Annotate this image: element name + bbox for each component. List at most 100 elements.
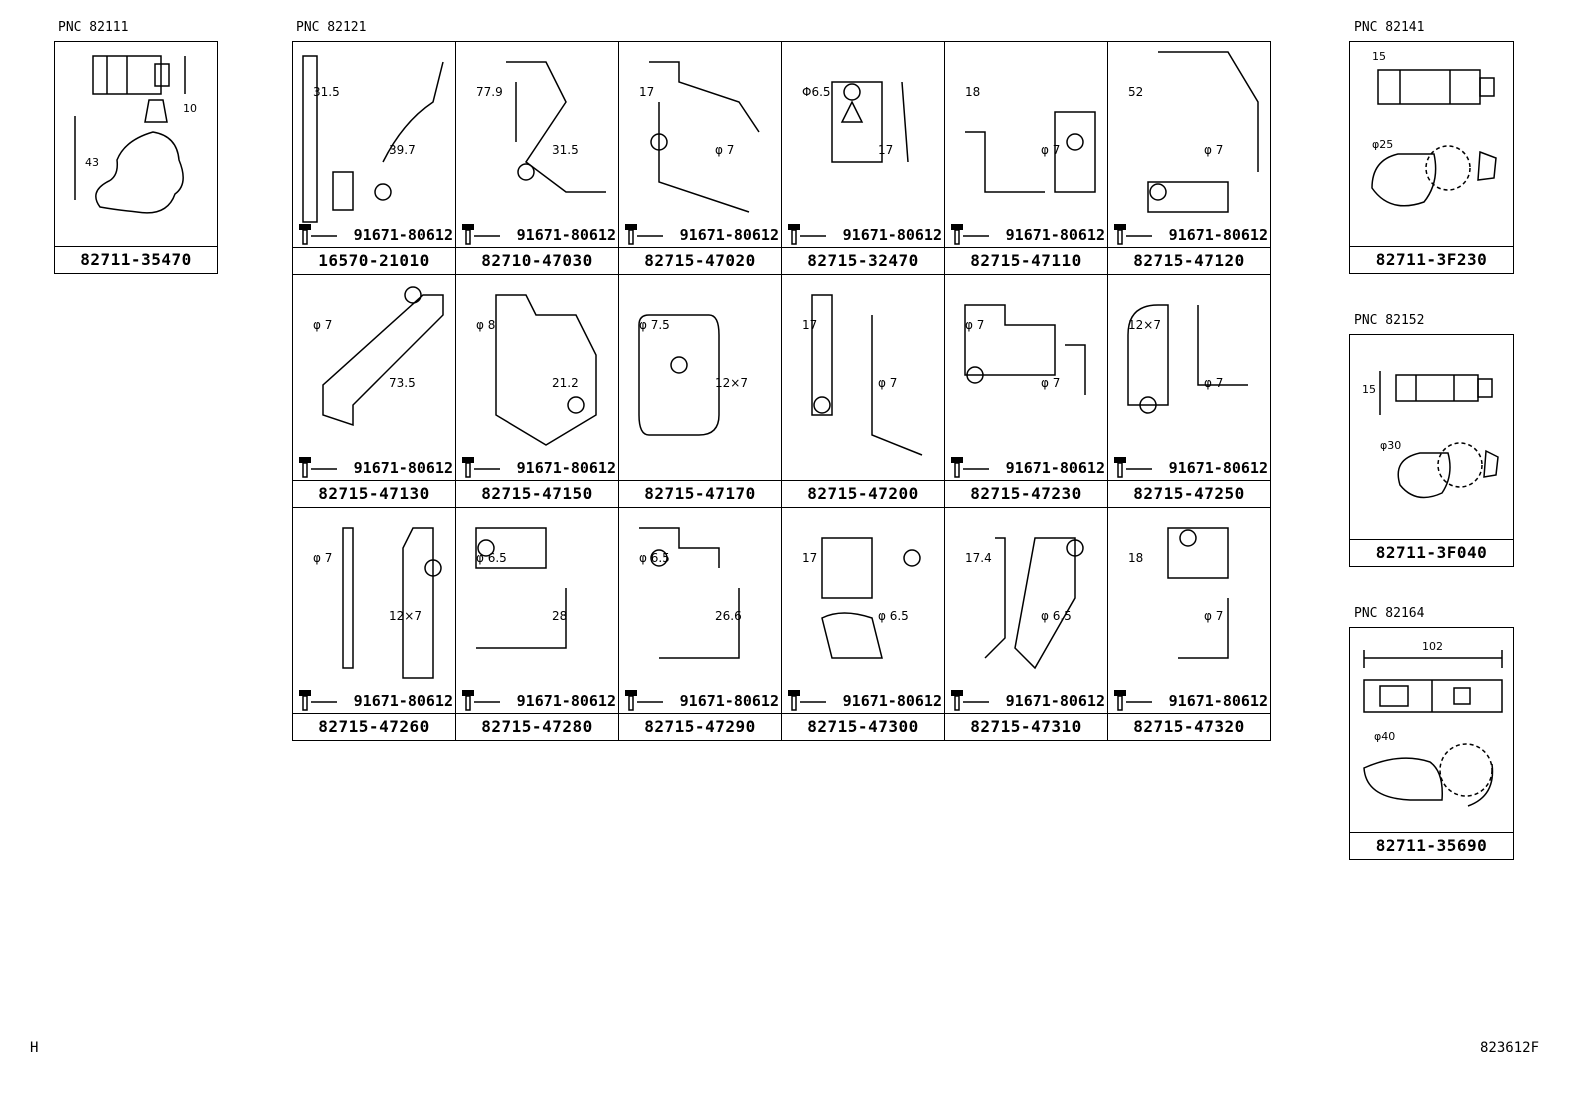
clamp-drawing: 15 φ25 <box>1371 50 1497 207</box>
bolt-hole <box>650 133 668 151</box>
bolt-part-number[interactable]: 91671-80612 <box>1168 459 1268 477</box>
dim-label: φ 7 <box>1204 609 1223 623</box>
part-number[interactable]: 82715-47260 <box>293 713 455 740</box>
part-number[interactable]: 82715-47300 <box>782 713 944 740</box>
part-box-82141[interactable]: 15 φ25 82711-3F230 <box>1349 41 1514 274</box>
bolt-part-number[interactable]: 91671-80612 <box>1168 692 1268 710</box>
dim-label: 18 <box>1128 551 1143 565</box>
dim-label: φ 7 <box>1041 143 1060 157</box>
pnc-label-82164: PNC 82164 <box>1354 606 1425 621</box>
part-box-82152[interactable]: 15 φ30 82711-3F040 <box>1349 334 1514 567</box>
bolt-part-number[interactable]: 91671-80612 <box>1005 692 1105 710</box>
bolt-hole <box>1149 183 1167 201</box>
part-number[interactable]: 82715-47250 <box>1108 480 1270 507</box>
bolt-part-number[interactable]: 91671-80612 <box>353 226 453 244</box>
part-number[interactable]: 82711-3F230 <box>1350 246 1513 273</box>
part-number[interactable]: 82715-47130 <box>293 480 455 507</box>
bolt-hole <box>404 286 422 304</box>
part-number[interactable]: 82715-47320 <box>1108 713 1270 740</box>
bolt-icon <box>951 690 989 711</box>
dim-label: φ 8 <box>476 318 495 332</box>
bracket-outline <box>1127 304 1248 406</box>
part-box-82111[interactable]: 10 43 82711-35470 <box>54 41 218 274</box>
bolt-hole <box>1139 396 1157 414</box>
bolt-part-number[interactable]: 91671-80612 <box>516 692 616 710</box>
bracket-outline <box>1167 527 1229 659</box>
bolt-icon <box>1114 224 1152 245</box>
bolt-part-number[interactable]: 91671-80612 <box>1005 459 1105 477</box>
part-number[interactable]: 82715-47280 <box>456 713 618 740</box>
dim-label: 31.5 <box>552 143 579 157</box>
bolt-part-number[interactable]: 91671-80612 <box>353 459 453 477</box>
bolt-callout: 91671-80612 <box>945 455 1107 479</box>
bracket-drawing: 17.4φ 6.5 <box>965 537 1084 670</box>
clamp-drawing: 15 φ30 <box>1362 371 1499 499</box>
part-number[interactable]: 82715-47310 <box>945 713 1107 740</box>
bolt-callout: 91671-80612 <box>1108 222 1270 246</box>
bolt-part-number[interactable]: 91671-80612 <box>1005 226 1105 244</box>
part-number[interactable]: 82715-47290 <box>619 713 781 740</box>
part-number[interactable]: 82715-47200 <box>782 480 944 507</box>
bolt-hole <box>424 559 442 577</box>
bolt-part-number[interactable]: 91671-80612 <box>1168 226 1268 244</box>
dim-label: φ 6.5 <box>878 609 909 623</box>
bolt-part-number[interactable]: 91671-80612 <box>842 226 942 244</box>
part-number[interactable]: 82711-3F040 <box>1350 539 1513 566</box>
bolt-part-number[interactable]: 91671-80612 <box>353 692 453 710</box>
bolt-callout: 91671-80612 <box>619 222 781 246</box>
bolt-callout: 91671-80612 <box>456 688 618 712</box>
bracket-drawing: 31.539.7 <box>302 55 444 223</box>
part-number[interactable]: 82711-35690 <box>1350 832 1513 859</box>
bracket-drawing: φ 712×7 <box>313 527 442 679</box>
part-number[interactable]: 82715-32470 <box>782 247 944 274</box>
footer-figure-number: 823612F <box>1480 1040 1540 1056</box>
part-number[interactable]: 82715-47170 <box>619 480 781 507</box>
bolt-part-number[interactable]: 91671-80612 <box>516 459 616 477</box>
pnc-label-82121: PNC 82121 <box>296 20 367 35</box>
bracket-drawing: 12×7φ 7 <box>1127 304 1248 414</box>
bolt-part-number[interactable]: 91671-80612 <box>679 692 779 710</box>
pnc-label-82141: PNC 82141 <box>1354 20 1425 35</box>
bracket-outline <box>639 527 740 659</box>
part-number[interactable]: 82715-47020 <box>619 247 781 274</box>
bracket-drawing: φ 7.512×7 <box>638 314 748 436</box>
bolt-icon <box>625 690 663 711</box>
part-cell[interactable]: 18 φ 7 91671-80612 82715-47320 <box>1107 507 1271 741</box>
part-number[interactable]: 82710-47030 <box>456 247 618 274</box>
part-number[interactable]: 82715-47150 <box>456 480 618 507</box>
part-number[interactable]: 82711-35470 <box>55 246 217 273</box>
pnc-label-82111: PNC 82111 <box>58 20 129 35</box>
part-number[interactable]: 82715-47230 <box>945 480 1107 507</box>
bolt-part-number[interactable]: 91671-80612 <box>842 692 942 710</box>
bracket-drawing: 77.931.5 <box>476 61 606 193</box>
bracket-outline <box>495 294 597 446</box>
bolt-part-number[interactable]: 91671-80612 <box>679 226 779 244</box>
bolt-icon <box>788 690 826 711</box>
bracket-drawing: φ 821.2 <box>476 294 597 446</box>
part-box-82164[interactable]: 102 φ40 82711-35690 <box>1349 627 1514 860</box>
part-number[interactable]: 16570-21010 <box>293 247 455 274</box>
bolt-callout: 91671-80612 <box>293 688 455 712</box>
dim-label: 31.5 <box>313 85 340 99</box>
bolt-part-number[interactable]: 91671-80612 <box>516 226 616 244</box>
part-number[interactable]: 82715-47110 <box>945 247 1107 274</box>
part-number[interactable]: 82715-47120 <box>1108 247 1270 274</box>
dim-label: 73.5 <box>389 376 416 390</box>
